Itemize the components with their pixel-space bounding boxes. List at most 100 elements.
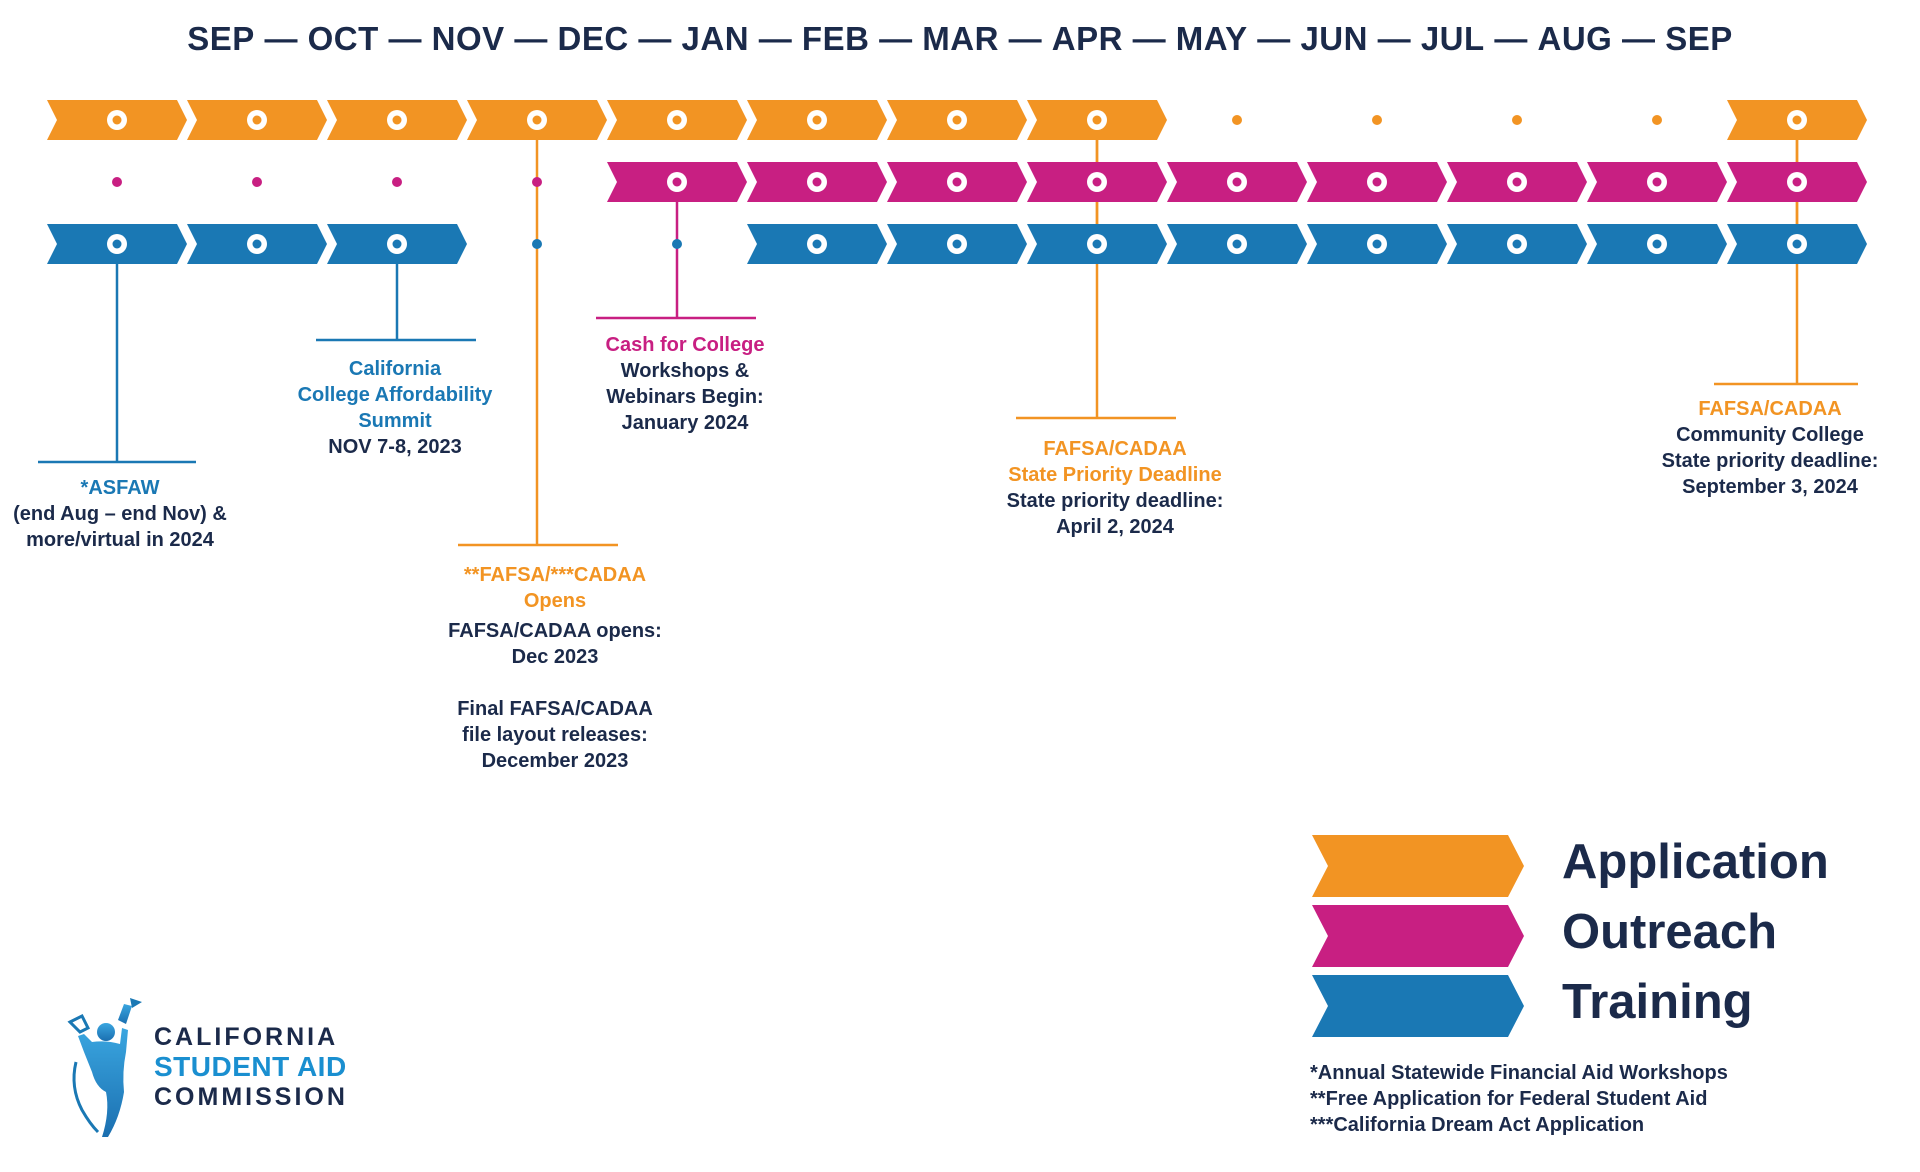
month-label: OCT: [307, 20, 379, 57]
month-label: MAY: [1175, 20, 1248, 57]
footnote-asfaw: *Annual Statewide Financial Aid Workshop…: [1310, 1062, 1728, 1084]
legend-label-training: Training: [1562, 975, 1753, 1029]
callout-priority-deadline-body: State priority deadline: April 2, 2024: [1006, 490, 1224, 538]
application-marker-dot: [112, 115, 122, 125]
training-marker-dot: [112, 239, 122, 249]
month-label: JUL: [1420, 20, 1485, 57]
application-marker-dot: [252, 115, 262, 125]
legend-label-application: Application: [1562, 835, 1829, 889]
training-marker-dot: [1792, 239, 1802, 249]
month-label: JUN: [1300, 20, 1368, 57]
callout-summit-title: California College Affordability Summit: [297, 358, 493, 432]
outreach-inactive-dot: [392, 177, 402, 187]
training-marker-dot: [252, 239, 262, 249]
month-label: NOV: [431, 20, 505, 57]
callout-cash-for-college: Cash for College Workshops & Webinars Be…: [560, 332, 810, 436]
callout-cc-deadline-body: Community College State priority deadlin…: [1661, 424, 1879, 498]
month-label: SEP: [187, 20, 255, 57]
month-label: FEB: [801, 20, 870, 57]
outreach-marker-dot: [672, 177, 682, 187]
training-marker-dot: [1652, 239, 1662, 249]
outreach-marker-dot: [952, 177, 962, 187]
training-marker-dot: [1372, 239, 1382, 249]
callout-summit-body: NOV 7-8, 2023: [328, 436, 462, 458]
callout-cash-for-college-body: Workshops & Webinars Begin: January 2024: [606, 360, 764, 434]
application-marker-dot: [1092, 115, 1102, 125]
outreach-inactive-dot: [252, 177, 262, 187]
outreach-marker-dot: [1652, 177, 1662, 187]
application-marker-dot: [812, 115, 822, 125]
training-marker-dot: [952, 239, 962, 249]
legend-chevron-application: [1312, 835, 1524, 897]
outreach-inactive-dot: [532, 177, 542, 187]
application-inactive-dot: [1652, 115, 1662, 125]
month-separator: —: [1367, 20, 1421, 57]
outreach-inactive-dot: [112, 177, 122, 187]
application-marker-dot: [672, 115, 682, 125]
application-marker-dot: [392, 115, 402, 125]
month-separator: —: [998, 20, 1052, 57]
callout-fafsa-opens-body: FAFSA/CADAA opens: Dec 2023 Final FAFSA/…: [448, 620, 662, 772]
outreach-marker-dot: [812, 177, 822, 187]
month-separator: —: [1122, 20, 1176, 57]
outreach-marker-dot: [1512, 177, 1522, 187]
application-marker-dot: [532, 115, 542, 125]
training-marker-dot: [812, 239, 822, 249]
training-marker-dot: [1232, 239, 1242, 249]
logo-line-3: COMMISSION: [154, 1083, 348, 1111]
outreach-marker-dot: [1232, 177, 1242, 187]
callout-fafsa-opens-title: **FAFSA/***CADAA Opens: [463, 564, 647, 612]
training-inactive-dot: [532, 239, 542, 249]
application-inactive-dot: [1372, 115, 1382, 125]
callout-cc-deadline-title: FAFSA/CADAA: [1698, 398, 1842, 420]
application-inactive-dot: [1232, 115, 1242, 125]
logo-line-2: STUDENT AID: [154, 1051, 347, 1082]
month-separator: —: [504, 20, 558, 57]
callout-asfaw: *ASFAW (end Aug – end Nov) & more/virtua…: [0, 475, 240, 553]
graduate-figure-icon: [67, 998, 142, 1137]
outreach-marker-dot: [1372, 177, 1382, 187]
callout-priority-deadline-title: FAFSA/CADAA State Priority Deadline: [1008, 438, 1222, 486]
callout-priority-deadline: FAFSA/CADAA State Priority Deadline Stat…: [960, 436, 1270, 540]
application-marker-dot: [1792, 115, 1802, 125]
footnote-cadaa: ***California Dream Act Application: [1310, 1114, 1645, 1136]
month-separator: —: [254, 20, 308, 57]
month-separator: —: [749, 20, 802, 57]
training-marker-dot: [1512, 239, 1522, 249]
callout-asfaw-title: *ASFAW: [80, 477, 160, 499]
application-inactive-dot: [1512, 115, 1522, 125]
callout-cash-for-college-title: Cash for College: [605, 334, 765, 356]
month-separator: —: [1484, 20, 1538, 57]
month-separator: —: [869, 20, 923, 57]
callout-summit: California College Affordability Summit …: [255, 356, 535, 460]
month-separator: —: [378, 20, 432, 57]
month-separator: —: [1612, 20, 1666, 57]
callout-fafsa-opens: **FAFSA/***CADAA Opens FAFSA/CADAA opens…: [405, 562, 705, 774]
month-separator: —: [1247, 20, 1301, 57]
footnotes: *Annual Statewide Financial Aid Workshop…: [1310, 1060, 1728, 1138]
outreach-marker-dot: [1092, 177, 1102, 187]
outreach-marker-dot: [1792, 177, 1802, 187]
month-label: SEP: [1665, 20, 1733, 57]
month-label: DEC: [557, 20, 629, 57]
month-label: MAR: [922, 20, 999, 57]
month-label: AUG: [1537, 20, 1613, 57]
callout-cc-deadline: FAFSA/CADAA Community College State prio…: [1620, 396, 1920, 500]
month-header: SEP — OCT — NOV — DEC — JAN — FEB — MAR …: [0, 14, 1920, 64]
logo-wordmark: CALIFORNIA STUDENT AID COMMISSION: [154, 1022, 348, 1112]
training-marker-dot: [1092, 239, 1102, 249]
training-inactive-dot: [672, 239, 682, 249]
training-marker-dot: [392, 239, 402, 249]
legend-chevron-outreach: [1312, 905, 1524, 967]
month-label: JAN: [681, 20, 750, 57]
legend-label-outreach: Outreach: [1562, 905, 1778, 959]
month-separator: —: [628, 20, 682, 57]
footnote-fafsa: **Free Application for Federal Student A…: [1310, 1088, 1708, 1110]
callout-asfaw-body: (end Aug – end Nov) & more/virtual in 20…: [13, 503, 227, 551]
month-label: APR: [1051, 20, 1123, 57]
legend-chevron-training: [1312, 975, 1524, 1037]
logo-line-1: CALIFORNIA: [154, 1023, 339, 1051]
application-marker-dot: [952, 115, 962, 125]
